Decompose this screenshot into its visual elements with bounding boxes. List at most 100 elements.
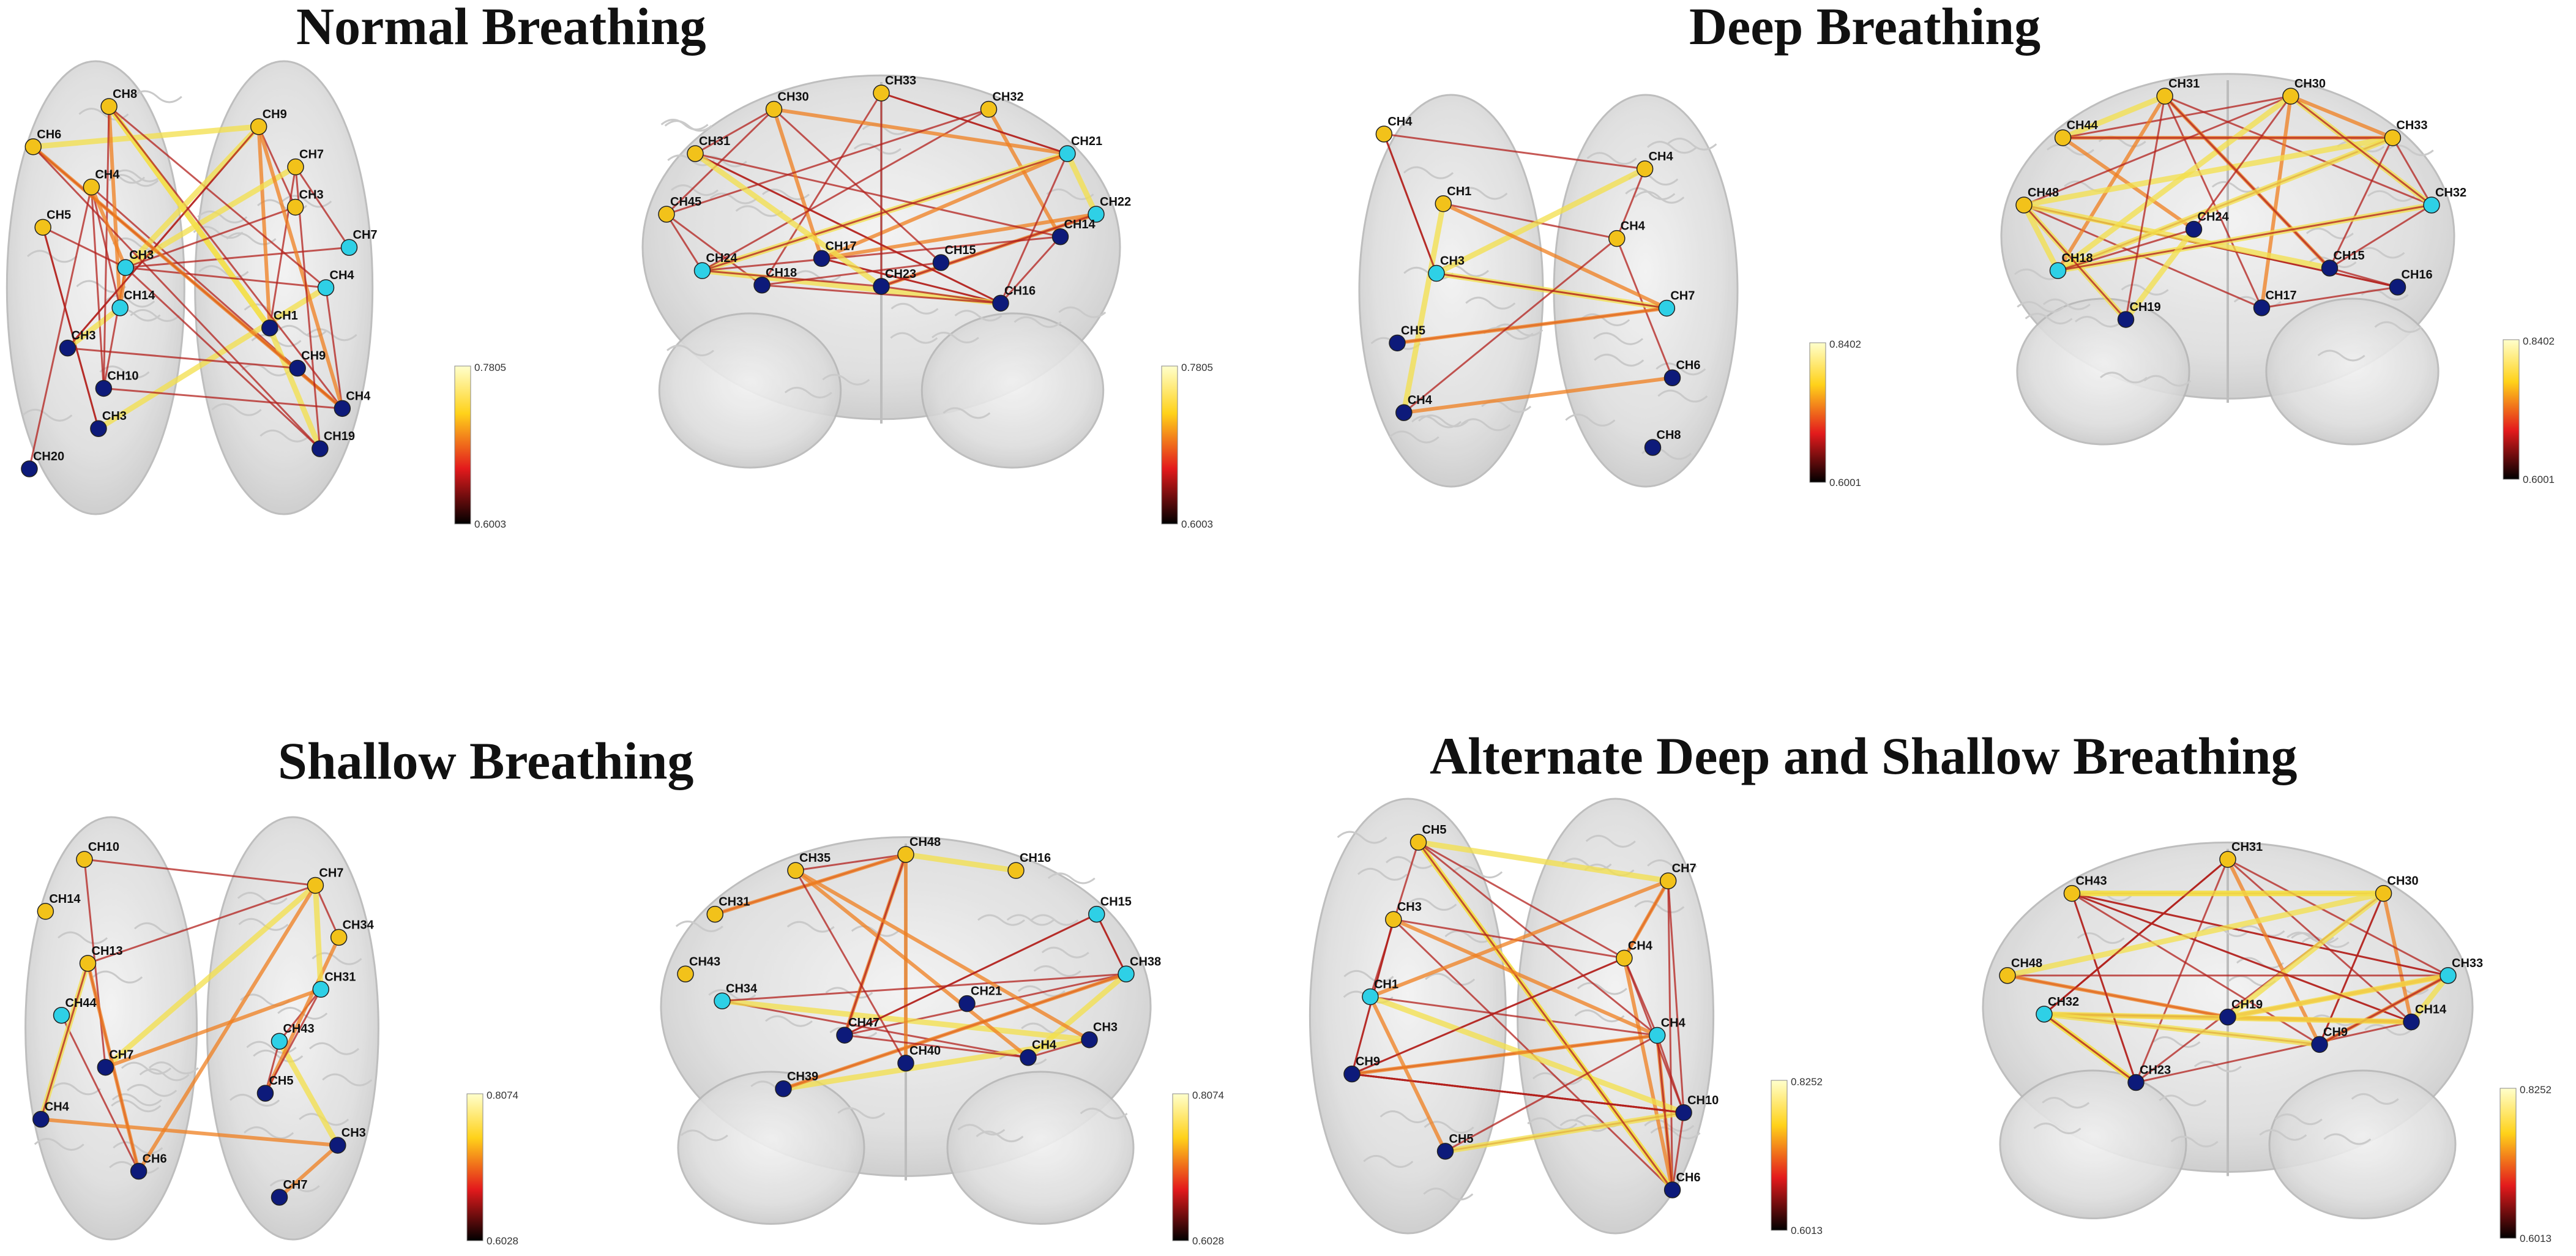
axial-shallow-left-hemisphere (24, 816, 198, 1241)
axial-normal-node (111, 299, 129, 316)
coronal-deep-node (2423, 196, 2440, 214)
coronal-normal-edge (821, 212, 1097, 261)
coronal-alternate-edge (2007, 973, 2228, 1019)
axial-alternate-gyrus (1357, 867, 1408, 881)
coronal-shallow-channel-label: CH40 (909, 1044, 941, 1058)
axial-normal-gyrus (282, 195, 332, 208)
axial-shallow-node (130, 1162, 147, 1180)
coronal-normal-gyrus (699, 155, 747, 168)
axial-shallow-edge (84, 858, 316, 886)
coronal-deep-channel-label: CH15 (2334, 249, 2365, 263)
axial-shallow-channel-label: CH7 (319, 866, 343, 880)
axial-shallow-gyrus (139, 1068, 190, 1082)
axial-shallow-node (271, 1033, 288, 1050)
axial-alternate-gyrus (1452, 865, 1503, 879)
axial-alternate-edge (1393, 918, 1625, 959)
coronal-alternate-gyrus (2152, 1036, 2201, 1048)
coronal-shallow-right-temporal (946, 1071, 1135, 1225)
axial-alternate-gyrus (1386, 856, 1436, 869)
axial-alternate-gyrus (1406, 897, 1457, 911)
axial-alternate-edge (1351, 1073, 1684, 1114)
axial-shallow-gyrus (253, 1049, 304, 1063)
coronal-shallow-edge (794, 869, 1091, 1042)
axial-alternate-gyrus (1634, 900, 1685, 913)
axial-alternate-channel-label: CH5 (1422, 823, 1446, 837)
axial-deep-edge (1403, 237, 1618, 414)
coronal-deep-gyrus (2143, 375, 2192, 387)
axial-alternate-edge (1444, 1034, 1658, 1153)
axial-alternate-edge (1370, 995, 1657, 1037)
coronal-alternate-channel-label: CH9 (2323, 1025, 2348, 1039)
coronal-shallow-gyrus (680, 1129, 728, 1142)
axial-alternate-gyrus (1423, 1187, 1474, 1201)
coronal-deep-node (2185, 220, 2203, 238)
coronal-deep-edge (2193, 95, 2292, 230)
coronal-alternate-edge (2135, 859, 2229, 1083)
coronal-normal-edge (666, 108, 989, 215)
axial-normal-edge (125, 206, 296, 269)
coronal-normal-gyrus (709, 192, 758, 204)
coronal-deep-edge (2290, 94, 2394, 140)
axial-normal-gyrus (241, 363, 292, 376)
coronal-shallow-edge (1026, 971, 1128, 1060)
axial-deep-gyrus (1593, 332, 1644, 345)
axial-shallow-channel-label: CH34 (343, 918, 375, 932)
axial-normal-node (312, 440, 329, 457)
axial-shallow-channel-label: CH10 (88, 840, 119, 854)
coronal-normal-node (1051, 228, 1069, 245)
axial-normal-gyrus (197, 210, 248, 223)
axial-shallow-edge (315, 884, 340, 938)
axial-deep-gyrus (1647, 141, 1698, 154)
axial-alternate-node (1362, 988, 1379, 1006)
coronal-normal-channel-label: CH14 (1064, 218, 1096, 231)
axial-alternate-gyrus (1577, 982, 1627, 995)
coronal-normal-edge (999, 236, 1061, 304)
coronal-deep-channel-label: CH32 (2435, 186, 2466, 200)
axial-normal-edge (125, 266, 326, 289)
coronal-shallow-gyrus (837, 1107, 886, 1119)
coronal-shallow-channel-label: CH16 (1020, 851, 1051, 865)
coronal-alternate-channel-label: CH32 (2048, 995, 2079, 1009)
axial-normal-node (287, 158, 304, 176)
coronal-alternate-node (2375, 884, 2392, 902)
coronal-deep-edge (2329, 137, 2394, 269)
coronal-deep-edge (2056, 94, 2293, 273)
axial-deep-channel-label: CH6 (1676, 359, 1700, 372)
axial-normal-edge (108, 106, 343, 409)
axial-alternate-node (1659, 872, 1677, 889)
axial-normal-edge (294, 166, 350, 249)
axial-normal-node (90, 420, 107, 437)
axial-alternate-edge (1392, 918, 1658, 1037)
coronal-normal-node (1088, 206, 1105, 223)
axial-normal-gyrus (259, 429, 310, 443)
axial-alternate-edge (1622, 880, 1670, 959)
axial-alternate-scale-min: 0.6013 (1791, 1225, 1823, 1236)
axial-normal-edge (102, 106, 110, 389)
coronal-shallow-node (1088, 905, 1105, 923)
coronal-normal-gyrus (793, 270, 842, 282)
axial-alternate-gyrus (1644, 1119, 1695, 1132)
axial-shallow-gyrus (113, 1141, 163, 1154)
coronal-shallow-node (1081, 1031, 1098, 1049)
axial-deep-channel-label: CH4 (1387, 115, 1413, 129)
axial-alternate-gyrus (1444, 930, 1495, 943)
coronal-alternate-edge (2381, 892, 2413, 1023)
axial-shallow-channel-label: CH13 (92, 944, 123, 958)
axial-shallow-edge (40, 1117, 338, 1148)
axial-shallow-node (32, 1110, 50, 1128)
axial-normal-gyrus (112, 169, 163, 182)
axial-normal-channel-label: CH8 (113, 88, 137, 101)
coronal-deep-gyrus (2367, 190, 2415, 202)
axial-alternate-edge (1444, 1110, 1684, 1154)
coronal-deep-gyrus (2100, 372, 2148, 384)
axial-normal-edge (107, 106, 122, 308)
axial-alternate-edge (1417, 841, 1625, 959)
axial-alternate-gyrus (1647, 859, 1698, 873)
panel-alternate: CH5CH7CH3CH4CH1CH4CH9CH10CH5CH6CH48CH43C… (1309, 798, 2552, 1244)
coronal-shallow-channel-label: CH47 (848, 1016, 879, 1030)
coronal-deep-node (2015, 196, 2033, 214)
coronal-deep-edge (2063, 95, 2291, 139)
axial-deep-gyrus (1493, 323, 1544, 337)
axial-shallow-node (256, 1085, 274, 1102)
coronal-alternate-node (2311, 1036, 2328, 1053)
